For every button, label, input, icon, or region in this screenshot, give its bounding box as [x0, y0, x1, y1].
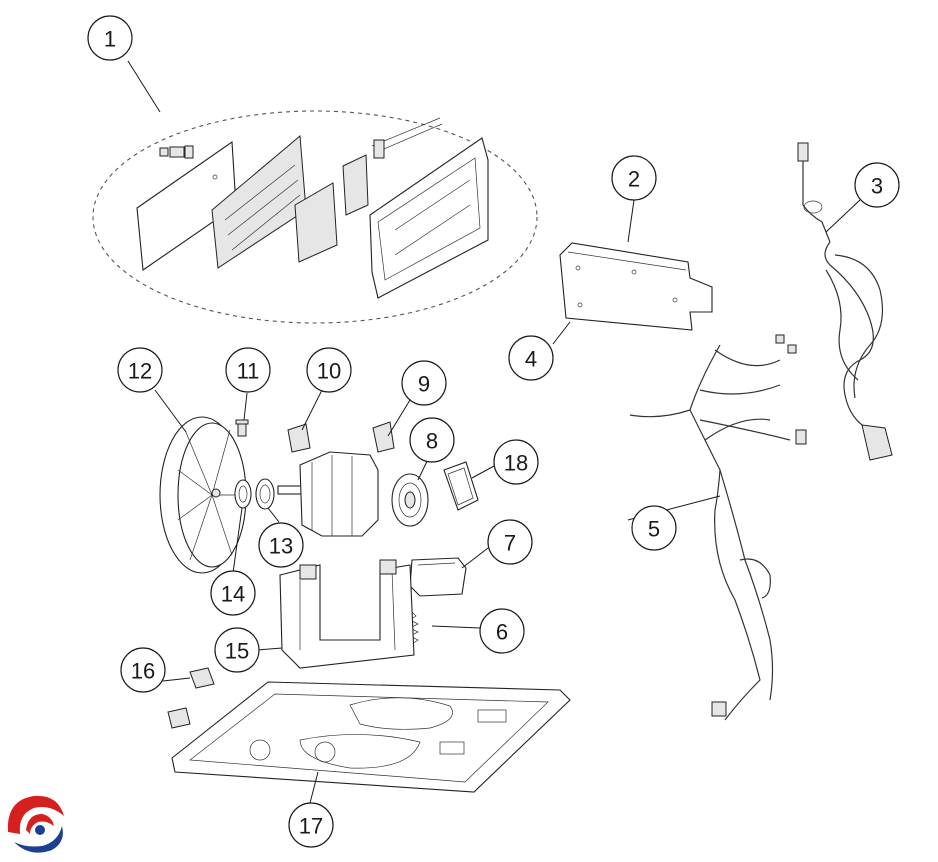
svg-text:2: 2 — [628, 167, 640, 192]
callout-15: 15 — [214, 627, 260, 673]
svg-text:8: 8 — [426, 429, 438, 454]
svg-text:7: 7 — [504, 531, 516, 556]
part-16-clips — [167, 667, 215, 729]
callout-10: 10 — [306, 347, 352, 393]
part-18-idler — [443, 461, 479, 511]
part-11-screw — [235, 419, 249, 437]
part-15-motor-mount — [279, 559, 415, 669]
svg-text:14: 14 — [221, 582, 245, 607]
svg-text:16: 16 — [131, 659, 155, 684]
svg-text:18: 18 — [504, 451, 528, 476]
motor-assembly — [277, 421, 395, 537]
callout-12: 12 — [117, 347, 163, 393]
callouts: 1 2 3 4 5 6 7 8 — [87, 15, 900, 848]
svg-text:13: 13 — [269, 534, 293, 559]
part-17-base-plate — [171, 681, 571, 793]
part-2-4-control-bracket — [559, 242, 713, 331]
svg-text:12: 12 — [128, 359, 152, 384]
brand-logo — [7, 795, 64, 853]
part-1-control-panel-assembly — [92, 110, 538, 324]
callout-5: 5 — [631, 505, 677, 551]
logo-inner-red — [26, 814, 54, 834]
callout-8: 8 — [409, 417, 455, 463]
svg-text:10: 10 — [317, 359, 341, 384]
part-8-pulley — [391, 473, 429, 527]
svg-text:3: 3 — [871, 174, 883, 199]
part-13-motor-ring — [255, 478, 275, 510]
callout-1: 1 — [87, 15, 133, 61]
callout-2: 2 — [611, 155, 657, 201]
svg-text:9: 9 — [418, 372, 430, 397]
callout-17: 17 — [288, 802, 334, 848]
callout-3: 3 — [854, 162, 900, 208]
svg-text:17: 17 — [299, 814, 323, 839]
callout-18: 18 — [493, 439, 539, 485]
callout-6: 6 — [479, 608, 525, 654]
svg-text:5: 5 — [648, 517, 660, 542]
callout-7: 7 — [487, 519, 533, 565]
logo-center — [35, 825, 45, 835]
callout-11: 11 — [225, 347, 271, 393]
callout-9: 9 — [401, 360, 447, 406]
part-7-switch — [409, 557, 467, 597]
callout-13: 13 — [258, 522, 304, 568]
logo-blue-swoosh — [14, 826, 63, 853]
part-3-power-cord — [797, 142, 893, 461]
callout-16: 16 — [120, 647, 166, 693]
part-12-blower-wheel — [159, 416, 247, 574]
part-14-bearing — [234, 479, 252, 509]
svg-text:15: 15 — [225, 639, 249, 664]
logo-red-swoosh — [7, 795, 64, 834]
svg-text:1: 1 — [104, 27, 116, 52]
callout-4: 4 — [508, 335, 554, 381]
svg-text:6: 6 — [496, 620, 508, 645]
part-5-wiring-harness — [629, 334, 807, 721]
svg-text:11: 11 — [237, 359, 260, 384]
callout-14: 14 — [210, 570, 256, 616]
svg-text:4: 4 — [525, 347, 537, 372]
